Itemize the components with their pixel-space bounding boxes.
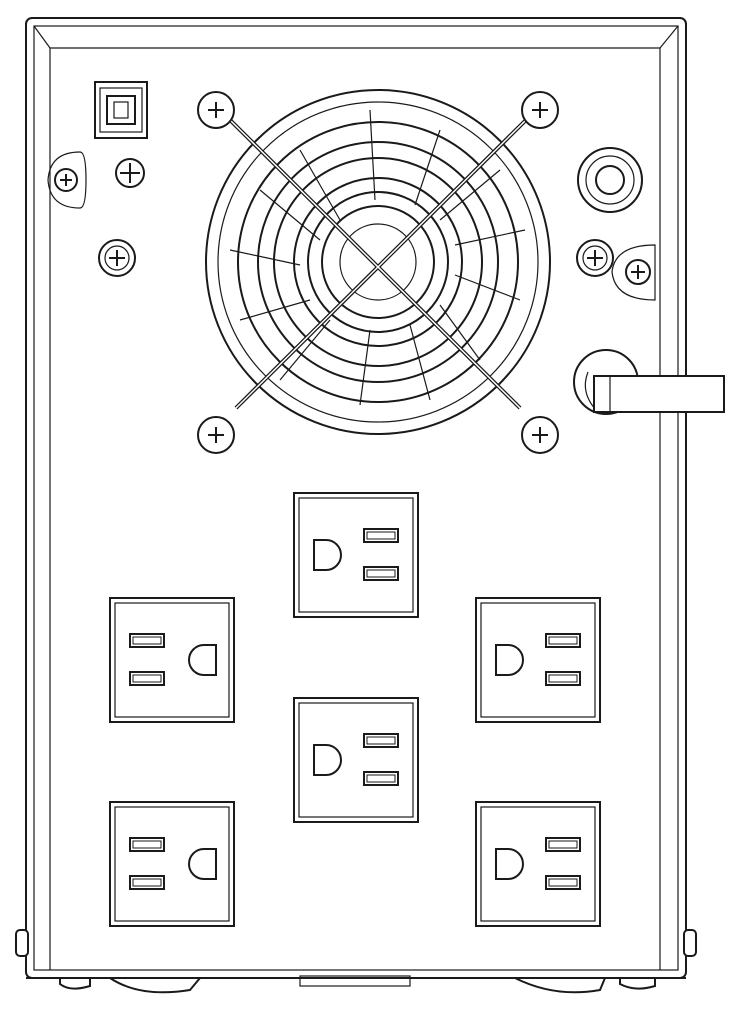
screw-icon xyxy=(576,239,614,277)
screw-icon xyxy=(47,151,87,209)
ac-outlet-icon xyxy=(293,492,419,618)
ac-outlets xyxy=(109,492,601,927)
power-cord-icon xyxy=(573,349,725,415)
ac-outlet-icon xyxy=(109,801,235,927)
screw-icon xyxy=(197,416,235,454)
ac-outlet-icon xyxy=(475,597,601,723)
side-bumpers xyxy=(15,929,697,957)
screw-icon xyxy=(197,91,235,129)
bottom-feet xyxy=(26,975,686,994)
ac-outlet-icon xyxy=(109,597,235,723)
cooling-fan-icon xyxy=(205,89,551,435)
ac-outlet-icon xyxy=(475,801,601,927)
circuit-breaker-icon xyxy=(577,147,643,213)
screw-icon xyxy=(115,158,145,188)
screw-icon xyxy=(98,239,136,277)
ac-outlet-icon xyxy=(293,697,419,823)
panel-screws xyxy=(47,151,656,301)
screw-icon xyxy=(521,416,559,454)
screw-icon xyxy=(521,91,559,129)
screw-icon xyxy=(611,244,656,301)
fan-guard-icon xyxy=(197,91,559,454)
usb-port-icon xyxy=(94,81,148,139)
